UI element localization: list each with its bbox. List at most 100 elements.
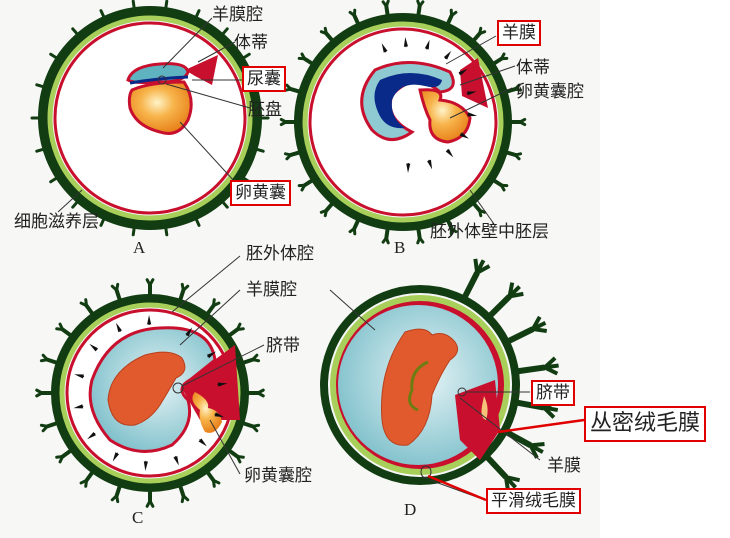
body-stalk-b [460, 58, 488, 108]
villus-branch [39, 423, 49, 428]
growth-arrow-stem [428, 159, 431, 164]
growth-arrow-stem [199, 439, 203, 443]
growth-arrow-stem [174, 456, 178, 461]
villus [178, 288, 186, 302]
villus [178, 484, 186, 498]
trophoblast-inner-a [47, 15, 253, 221]
embryo-c [107, 351, 186, 426]
villus [84, 470, 95, 483]
villus [35, 83, 46, 89]
villi-branches-b [279, 0, 527, 245]
growth-arrow-stem [460, 133, 465, 137]
amniotic-cavity-dark-b [374, 73, 442, 129]
villus [205, 470, 216, 483]
villus-branch [478, 208, 483, 218]
panel-b [279, 0, 527, 245]
growth-arrow [112, 452, 120, 462]
villus-branch [235, 327, 245, 332]
label-a-embryonic-disc: 胚盘 [248, 100, 282, 120]
label-a-trophoblast: 细胞滋养层 [14, 212, 99, 232]
villus-branch [532, 327, 548, 333]
villus-branch [513, 87, 523, 92]
growth-arrow-stem [426, 45, 429, 50]
panel-letter-b: B [394, 238, 406, 257]
growth-arrows-b [381, 37, 478, 173]
villus-branch [279, 117, 288, 124]
growth-arrow-stem [93, 347, 98, 351]
villus-branch [115, 282, 120, 292]
growth-arrows-c [73, 315, 228, 471]
villus [227, 448, 240, 459]
growth-arrow [73, 404, 84, 409]
villus-branch [300, 52, 307, 61]
panel-letter-d: D [404, 500, 417, 519]
villus [99, 9, 106, 20]
villus-branch [55, 454, 65, 459]
villus [241, 52, 251, 61]
yolk-sac-a [127, 80, 193, 135]
villi-branches-d [460, 258, 559, 492]
embryo-d [381, 328, 459, 446]
villus [60, 327, 73, 338]
villus-branch [58, 322, 65, 332]
villus-branch [84, 298, 89, 308]
growth-arrow-stem [207, 354, 212, 358]
villus [49, 175, 59, 184]
yolk-sac-d [481, 396, 488, 420]
leader-lines-b [445, 35, 516, 225]
villus [60, 448, 73, 459]
label-c-extraembryonic-coelom: 胚外体腔 [246, 244, 314, 264]
villus [254, 147, 265, 153]
villus-branch [79, 478, 89, 485]
growth-arrow [466, 91, 477, 96]
villus [49, 52, 59, 61]
villus [205, 303, 216, 316]
growth-arrow-stem [91, 432, 96, 437]
villus-branch [319, 208, 328, 214]
trophoblast-inner-b [302, 21, 504, 223]
villus [194, 216, 201, 227]
villus [460, 271, 480, 301]
panel-c [35, 255, 265, 508]
villus [220, 199, 229, 209]
label-a-yolk-sac: 卵黄囊 [230, 180, 291, 206]
villus [71, 199, 80, 209]
label-a-body-stalk: 体蒂 [234, 33, 268, 53]
villus-branch [509, 291, 524, 299]
villus-branch [251, 358, 261, 363]
growth-arrow-stem [79, 405, 84, 408]
villus-branch [35, 388, 44, 395]
yolk-sac-c [192, 392, 222, 433]
villus-branch [323, 26, 328, 36]
growth-arrow-stem [466, 92, 471, 94]
trophoblast-ring-b [294, 13, 512, 231]
label-d-chorion-frondosum: 丛密绒毛膜 [584, 406, 707, 442]
growth-arrow-stem [444, 55, 448, 60]
placental-region-d [455, 380, 500, 460]
villus-branch [41, 353, 49, 362]
villus [45, 357, 59, 365]
villus [513, 399, 545, 411]
growth-arrow [403, 37, 409, 47]
villus [131, 0, 136, 11]
growth-arrow [406, 163, 411, 173]
panel-letter-a: A [133, 238, 146, 257]
growth-arrow [116, 322, 122, 333]
villus [502, 428, 533, 449]
growth-arrow [217, 382, 228, 387]
villus [84, 303, 95, 316]
villus-branch [251, 424, 259, 433]
villus-branch [513, 153, 521, 161]
label-c-umbilical-cord: 脐带 [266, 336, 300, 356]
villus-branch [543, 365, 559, 376]
villus-branch [148, 278, 155, 287]
villus-branch [384, 0, 390, 8]
growth-arrow-stem [214, 413, 219, 416]
villus-branch [518, 120, 527, 127]
growth-arrow-stem [446, 149, 450, 154]
villus [71, 27, 80, 37]
villi-branches-c [35, 278, 265, 508]
growth-arrow [206, 351, 217, 359]
growth-arrow [424, 39, 430, 50]
villus [45, 421, 59, 429]
